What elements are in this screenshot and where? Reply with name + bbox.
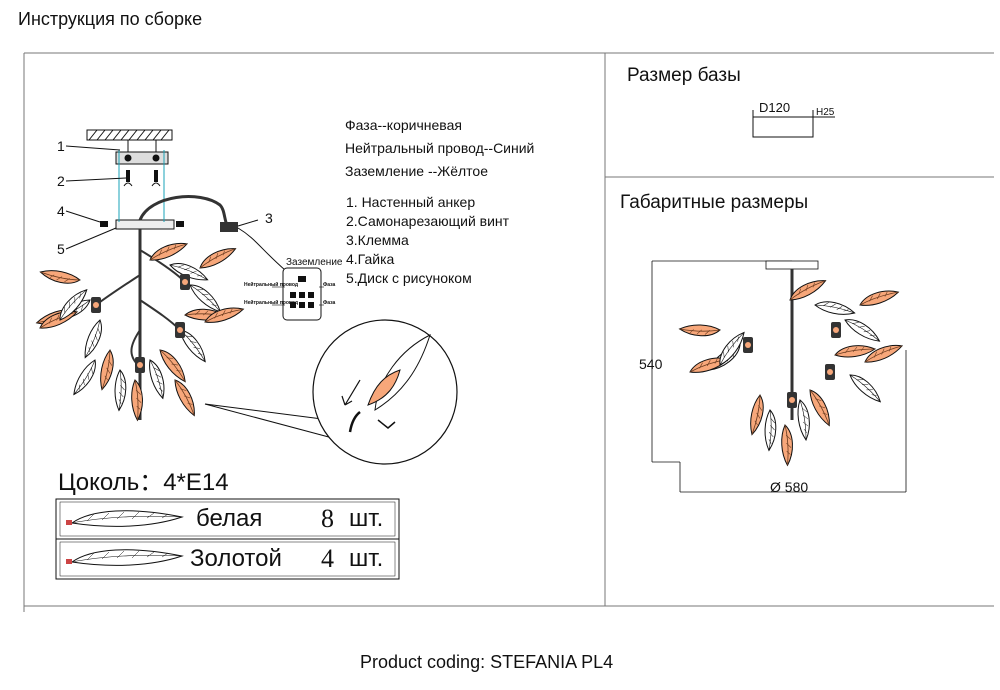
callout-1: 1 <box>57 138 65 154</box>
chandelier-drawing <box>34 229 246 422</box>
leaf-gold-name: Золотой <box>190 545 282 572</box>
callout-2: 2 <box>57 173 65 189</box>
terminal-clamp <box>220 222 286 271</box>
leaf-white-name: белая <box>196 505 263 532</box>
terminal-right-label-1: Фаза <box>323 282 336 288</box>
overall-dimension-lines <box>651 260 907 493</box>
leaf-gold-unit: шт. <box>349 545 384 572</box>
callout-5: 5 <box>57 241 65 257</box>
legend-ground: Заземление --Жёлтое <box>345 163 488 179</box>
overall-chandelier <box>678 269 905 467</box>
overall-diameter: Ø 580 <box>770 479 809 495</box>
leaf-count-table <box>55 498 400 580</box>
screws <box>100 170 184 227</box>
parts-item-2: 2.Самонарезающий винт <box>346 213 510 229</box>
parts-item-5: 5.Диск с рисуноком <box>346 270 472 286</box>
mounting-bracket <box>115 140 175 230</box>
frame <box>23 52 994 612</box>
base-height: H25 <box>816 107 835 118</box>
socket-label: Цоколь：4*E14 <box>58 469 229 496</box>
terminal-block <box>272 267 324 321</box>
terminal-title: Заземление <box>286 257 343 268</box>
header-title: Инструкция по сборке <box>18 9 203 29</box>
parts-item-3: 3.Клемма <box>346 232 409 248</box>
base-size-drawing <box>752 110 835 138</box>
legend-neutral: Нейтральный провод--Синий <box>345 140 535 156</box>
leaf-icon-gold <box>66 549 184 566</box>
detail-magnifier <box>204 319 458 465</box>
callout-4: 4 <box>57 203 65 219</box>
legend-phase: Фаза--коричневая <box>345 117 462 133</box>
overall-height: 540 <box>639 356 663 372</box>
alignment-guides <box>118 150 165 222</box>
ceiling <box>86 129 173 141</box>
terminal-right-label-2: Фаза <box>323 300 336 306</box>
callout-leaders <box>65 145 259 250</box>
terminal-left-label-1: Нейтральный провод <box>244 282 299 288</box>
base-size-title: Размер базы <box>627 65 741 86</box>
leaf-white-unit: шт. <box>349 505 384 532</box>
parts-item-1: 1. Настенный анкер <box>346 194 476 210</box>
parts-item-4: 4.Гайка <box>346 251 395 267</box>
callout-3: 3 <box>265 210 273 226</box>
power-cable <box>138 195 230 229</box>
terminal-left-label-2: Нейтральный провод <box>244 300 299 306</box>
footer-product-coding: Product coding: STEFANIA PL4 <box>360 652 614 672</box>
base-diameter: D120 <box>759 100 791 115</box>
leaf-gold-count: 4 <box>321 544 334 573</box>
leaf-white-count: 8 <box>321 504 334 533</box>
overall-size-title: Габаритные размеры <box>620 192 809 213</box>
leaf-icon-white <box>66 510 184 527</box>
